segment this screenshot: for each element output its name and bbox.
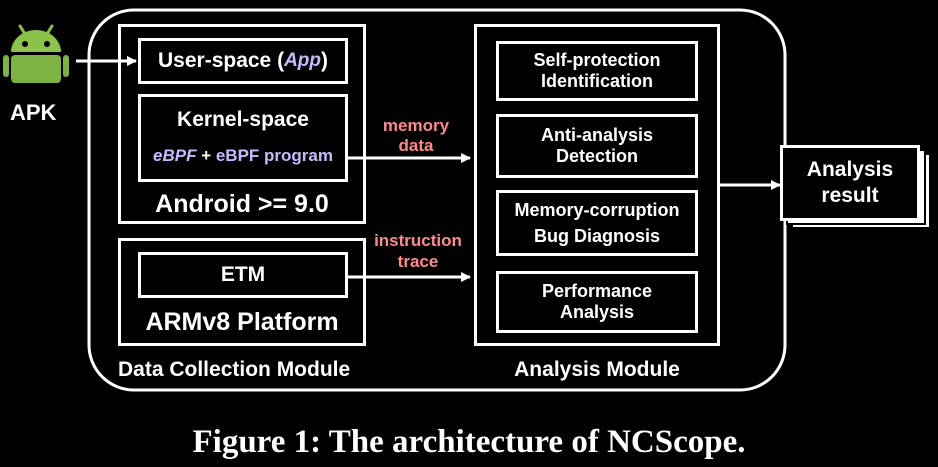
kernel-space-label: Kernel-space (177, 108, 309, 131)
memory-data-label: memory data (366, 116, 466, 157)
etm-box: ETM (138, 252, 348, 298)
android-robot-icon (3, 24, 69, 83)
analysis-result-line-1: Analysis (806, 157, 894, 181)
ebpf-line: eBPF + eBPF program (138, 146, 348, 166)
memory-data-line-1: memory (382, 116, 450, 135)
armv8-label: ARMv8 Platform (145, 308, 339, 336)
ebpf-plus: + (196, 146, 216, 165)
kernel-space-box (138, 94, 348, 182)
self-protection-line-2: Identification (541, 71, 653, 91)
anti-analysis-box: Anti-analysis Detection (496, 114, 698, 178)
user-space-close: ) (321, 48, 328, 72)
anti-analysis-line-2: Detection (555, 146, 638, 166)
apk-label: APK (10, 100, 57, 125)
user-space-box: User-space (App) (138, 38, 348, 84)
performance-line-2: Analysis (559, 302, 635, 322)
etm-label: ETM (220, 262, 266, 286)
memory-corruption-line-1: Memory-corruption (514, 199, 680, 220)
android-container (118, 24, 366, 224)
analysis-result-box: Analysis result (780, 145, 920, 221)
memory-corruption-line-2: Bug Diagnosis (533, 226, 660, 246)
self-protection-line-1: Self-protection (533, 50, 661, 71)
instruction-trace-line-2: trace (397, 252, 439, 272)
memory-corruption-box: Memory-corruption Bug Diagnosis (496, 190, 698, 256)
android-version-label: Android >= 9.0 (155, 190, 329, 218)
performance-line-1: Performance (541, 281, 653, 302)
data-collection-module-label: Data Collection Module (118, 358, 351, 381)
ebpf-program-label: eBPF program (215, 146, 333, 165)
analysis-result-line-2: result (821, 184, 879, 207)
app-label: App (284, 50, 321, 72)
figure-caption: Figure 1: The architecture of NCScope. (192, 424, 746, 460)
ebpf-label: eBPF (153, 146, 197, 165)
analysis-module-label: Analysis Module (514, 358, 680, 381)
user-space-label: User-space ( (158, 48, 285, 72)
self-protection-box: Self-protection Identification (496, 41, 698, 101)
performance-analysis-box: Performance Analysis (496, 271, 698, 333)
analysis-module-container (474, 24, 720, 346)
memory-data-line-2: data (398, 136, 434, 156)
anti-analysis-line-1: Anti-analysis (540, 125, 654, 146)
instruction-trace-line-1: instruction (374, 231, 462, 250)
instruction-trace-label: instruction trace (362, 230, 474, 273)
armv8-container (118, 238, 366, 346)
